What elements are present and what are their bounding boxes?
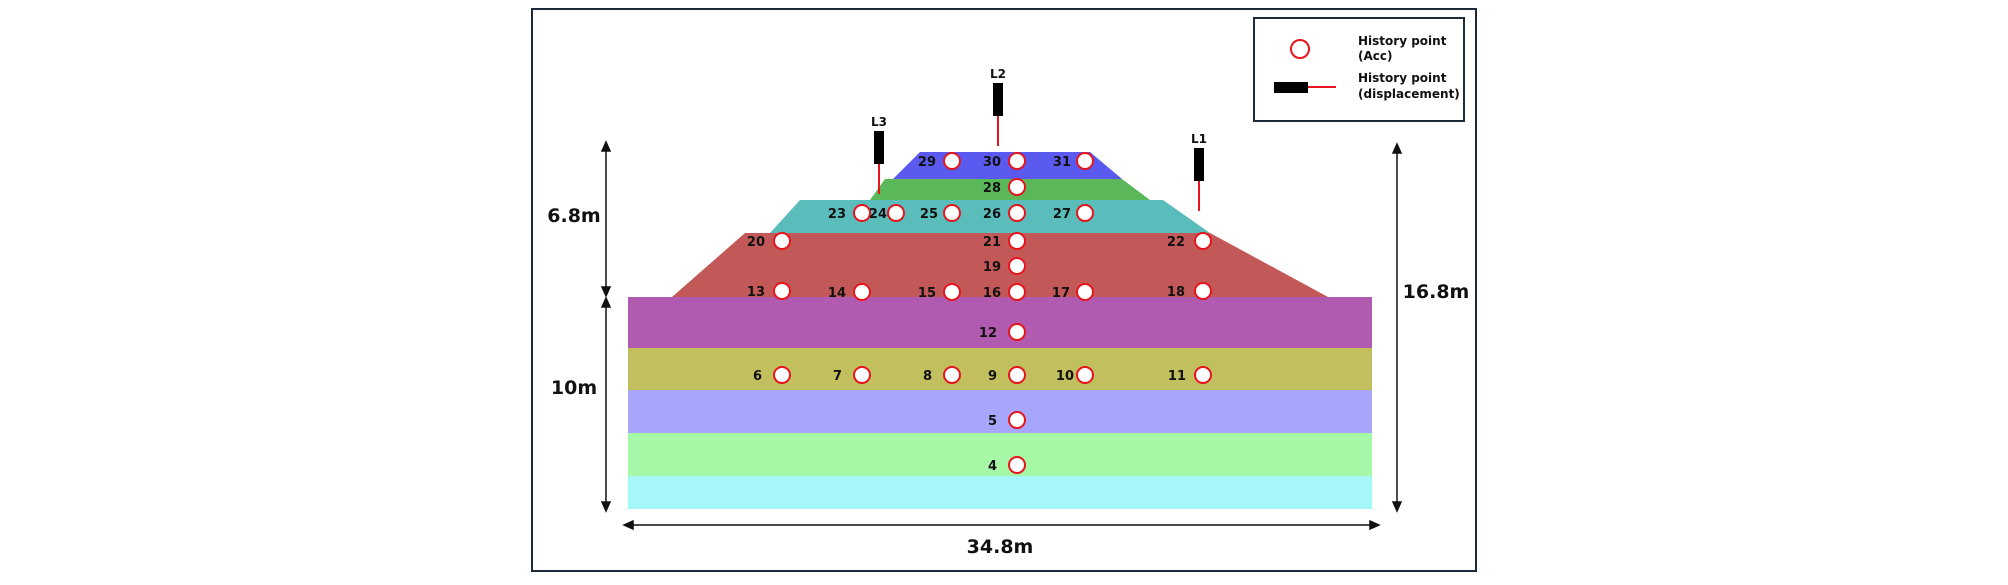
legend-acc-line1: History point <box>1358 34 1447 48</box>
acc-marker-30 <box>1008 152 1026 170</box>
dim-embankment-label: 6.8m <box>547 205 600 227</box>
disp-gauge-l3-label: L3 <box>871 115 887 129</box>
acc-marker-18 <box>1194 282 1212 300</box>
disp-gauge-l3-body <box>874 131 884 164</box>
dimension-arrows <box>600 140 1403 531</box>
acc-marker-22 <box>1194 232 1212 250</box>
acc-marker-8 <box>943 366 961 384</box>
layer-teal <box>770 200 1210 233</box>
dim-foundation-arrow-bottom <box>600 501 612 513</box>
acc-marker-10 <box>1076 366 1094 384</box>
acc-label-22: 22 <box>1167 235 1185 250</box>
acc-label-8: 8 <box>923 369 932 384</box>
dim-embankment-arrow-top <box>600 140 612 152</box>
acc-label-29: 29 <box>918 155 936 170</box>
acc-label-19: 19 <box>983 260 1001 275</box>
acc-marker-4 <box>1008 456 1026 474</box>
acc-label-18: 18 <box>1167 285 1185 300</box>
acc-label-4: 4 <box>988 459 997 474</box>
acc-label-5: 5 <box>988 414 997 429</box>
layer-olive <box>628 348 1372 390</box>
acc-label-9: 9 <box>988 369 997 384</box>
legend-disp-line2: (displacement) <box>1358 87 1460 101</box>
acc-marker-6 <box>773 366 791 384</box>
acc-label-31: 31 <box>1053 155 1071 170</box>
disp-gauge-l2-label: L2 <box>990 67 1006 81</box>
acc-marker-11 <box>1194 366 1212 384</box>
acc-label-15: 15 <box>918 286 936 301</box>
acc-marker-17 <box>1076 283 1094 301</box>
acc-label-6: 6 <box>753 369 762 384</box>
acc-label-14: 14 <box>828 286 846 301</box>
layer-lightgreen <box>628 433 1372 476</box>
layer-red <box>672 233 1328 297</box>
disp-gauge-l1: L1 <box>1191 132 1207 211</box>
layer-purple <box>628 297 1372 348</box>
acc-marker-15 <box>943 283 961 301</box>
acc-label-20: 20 <box>747 235 765 250</box>
acc-label-28: 28 <box>983 181 1001 196</box>
acc-marker-9 <box>1008 366 1026 384</box>
acc-marker-24 <box>887 204 905 222</box>
disp-gauge-l1-label: L1 <box>1191 132 1207 146</box>
acc-marker-19 <box>1008 257 1026 275</box>
disp-gauge-l1-body <box>1194 148 1204 181</box>
dim-width-arrow-right <box>1369 519 1381 531</box>
legend-acc-marker <box>1290 39 1310 59</box>
acc-marker-27 <box>1076 204 1094 222</box>
acc-marker-12 <box>1008 323 1026 341</box>
acc-label-27: 27 <box>1053 207 1071 222</box>
dim-total-arrow-top <box>1391 142 1403 154</box>
disp-gauge-l2-body <box>993 83 1003 116</box>
legend-disp-line1: History point <box>1358 71 1447 85</box>
legend-box <box>1253 17 1465 122</box>
legend: History point (Acc) History point (displ… <box>1253 17 1465 122</box>
acc-marker-31 <box>1076 152 1094 170</box>
acc-label-26: 26 <box>983 207 1001 222</box>
acc-markers <box>773 152 1212 474</box>
acc-marker-20 <box>773 232 791 250</box>
acc-label-11: 11 <box>1168 369 1186 384</box>
acc-label-24: 24 <box>869 207 887 222</box>
layer-cyan <box>628 476 1372 509</box>
acc-label-30: 30 <box>983 155 1001 170</box>
acc-marker-29 <box>943 152 961 170</box>
acc-label-13: 13 <box>747 285 765 300</box>
acc-marker-16 <box>1008 283 1026 301</box>
legend-acc-line2: (Acc) <box>1358 49 1392 63</box>
acc-marker-14 <box>853 283 871 301</box>
acc-marker-28 <box>1008 178 1026 196</box>
acc-label-21: 21 <box>983 235 1001 250</box>
dim-total-label: 16.8m <box>1403 281 1470 303</box>
acc-label-23: 23 <box>828 207 846 222</box>
layer-lavender <box>628 390 1372 433</box>
acc-marker-25 <box>943 204 961 222</box>
disp-gauge-l3: L3 <box>871 115 887 194</box>
dim-width-arrow-left <box>622 519 634 531</box>
acc-marker-13 <box>773 282 791 300</box>
dim-width-label: 34.8m <box>967 536 1034 558</box>
acc-label-25: 25 <box>920 207 938 222</box>
acc-marker-7 <box>853 366 871 384</box>
acc-label-12: 12 <box>979 326 997 341</box>
legend-disp-gauge <box>1274 82 1308 93</box>
acc-labels: 4 5 6 7 8 9 10 11 12 13 14 15 16 17 18 1… <box>747 155 1186 474</box>
acc-label-16: 16 <box>983 286 1001 301</box>
acc-label-17: 17 <box>1052 286 1070 301</box>
acc-marker-5 <box>1008 411 1026 429</box>
dim-total-arrow-bottom <box>1391 501 1403 513</box>
acc-label-7: 7 <box>833 369 842 384</box>
disp-gauge-l2: L2 <box>990 67 1006 146</box>
acc-label-10: 10 <box>1056 369 1074 384</box>
acc-marker-26 <box>1008 204 1026 222</box>
dim-foundation-arrow-top <box>600 296 612 308</box>
dim-embankment-arrow-bottom <box>600 286 612 298</box>
acc-marker-23 <box>853 204 871 222</box>
acc-marker-21 <box>1008 232 1026 250</box>
dim-foundation-label: 10m <box>551 377 597 399</box>
